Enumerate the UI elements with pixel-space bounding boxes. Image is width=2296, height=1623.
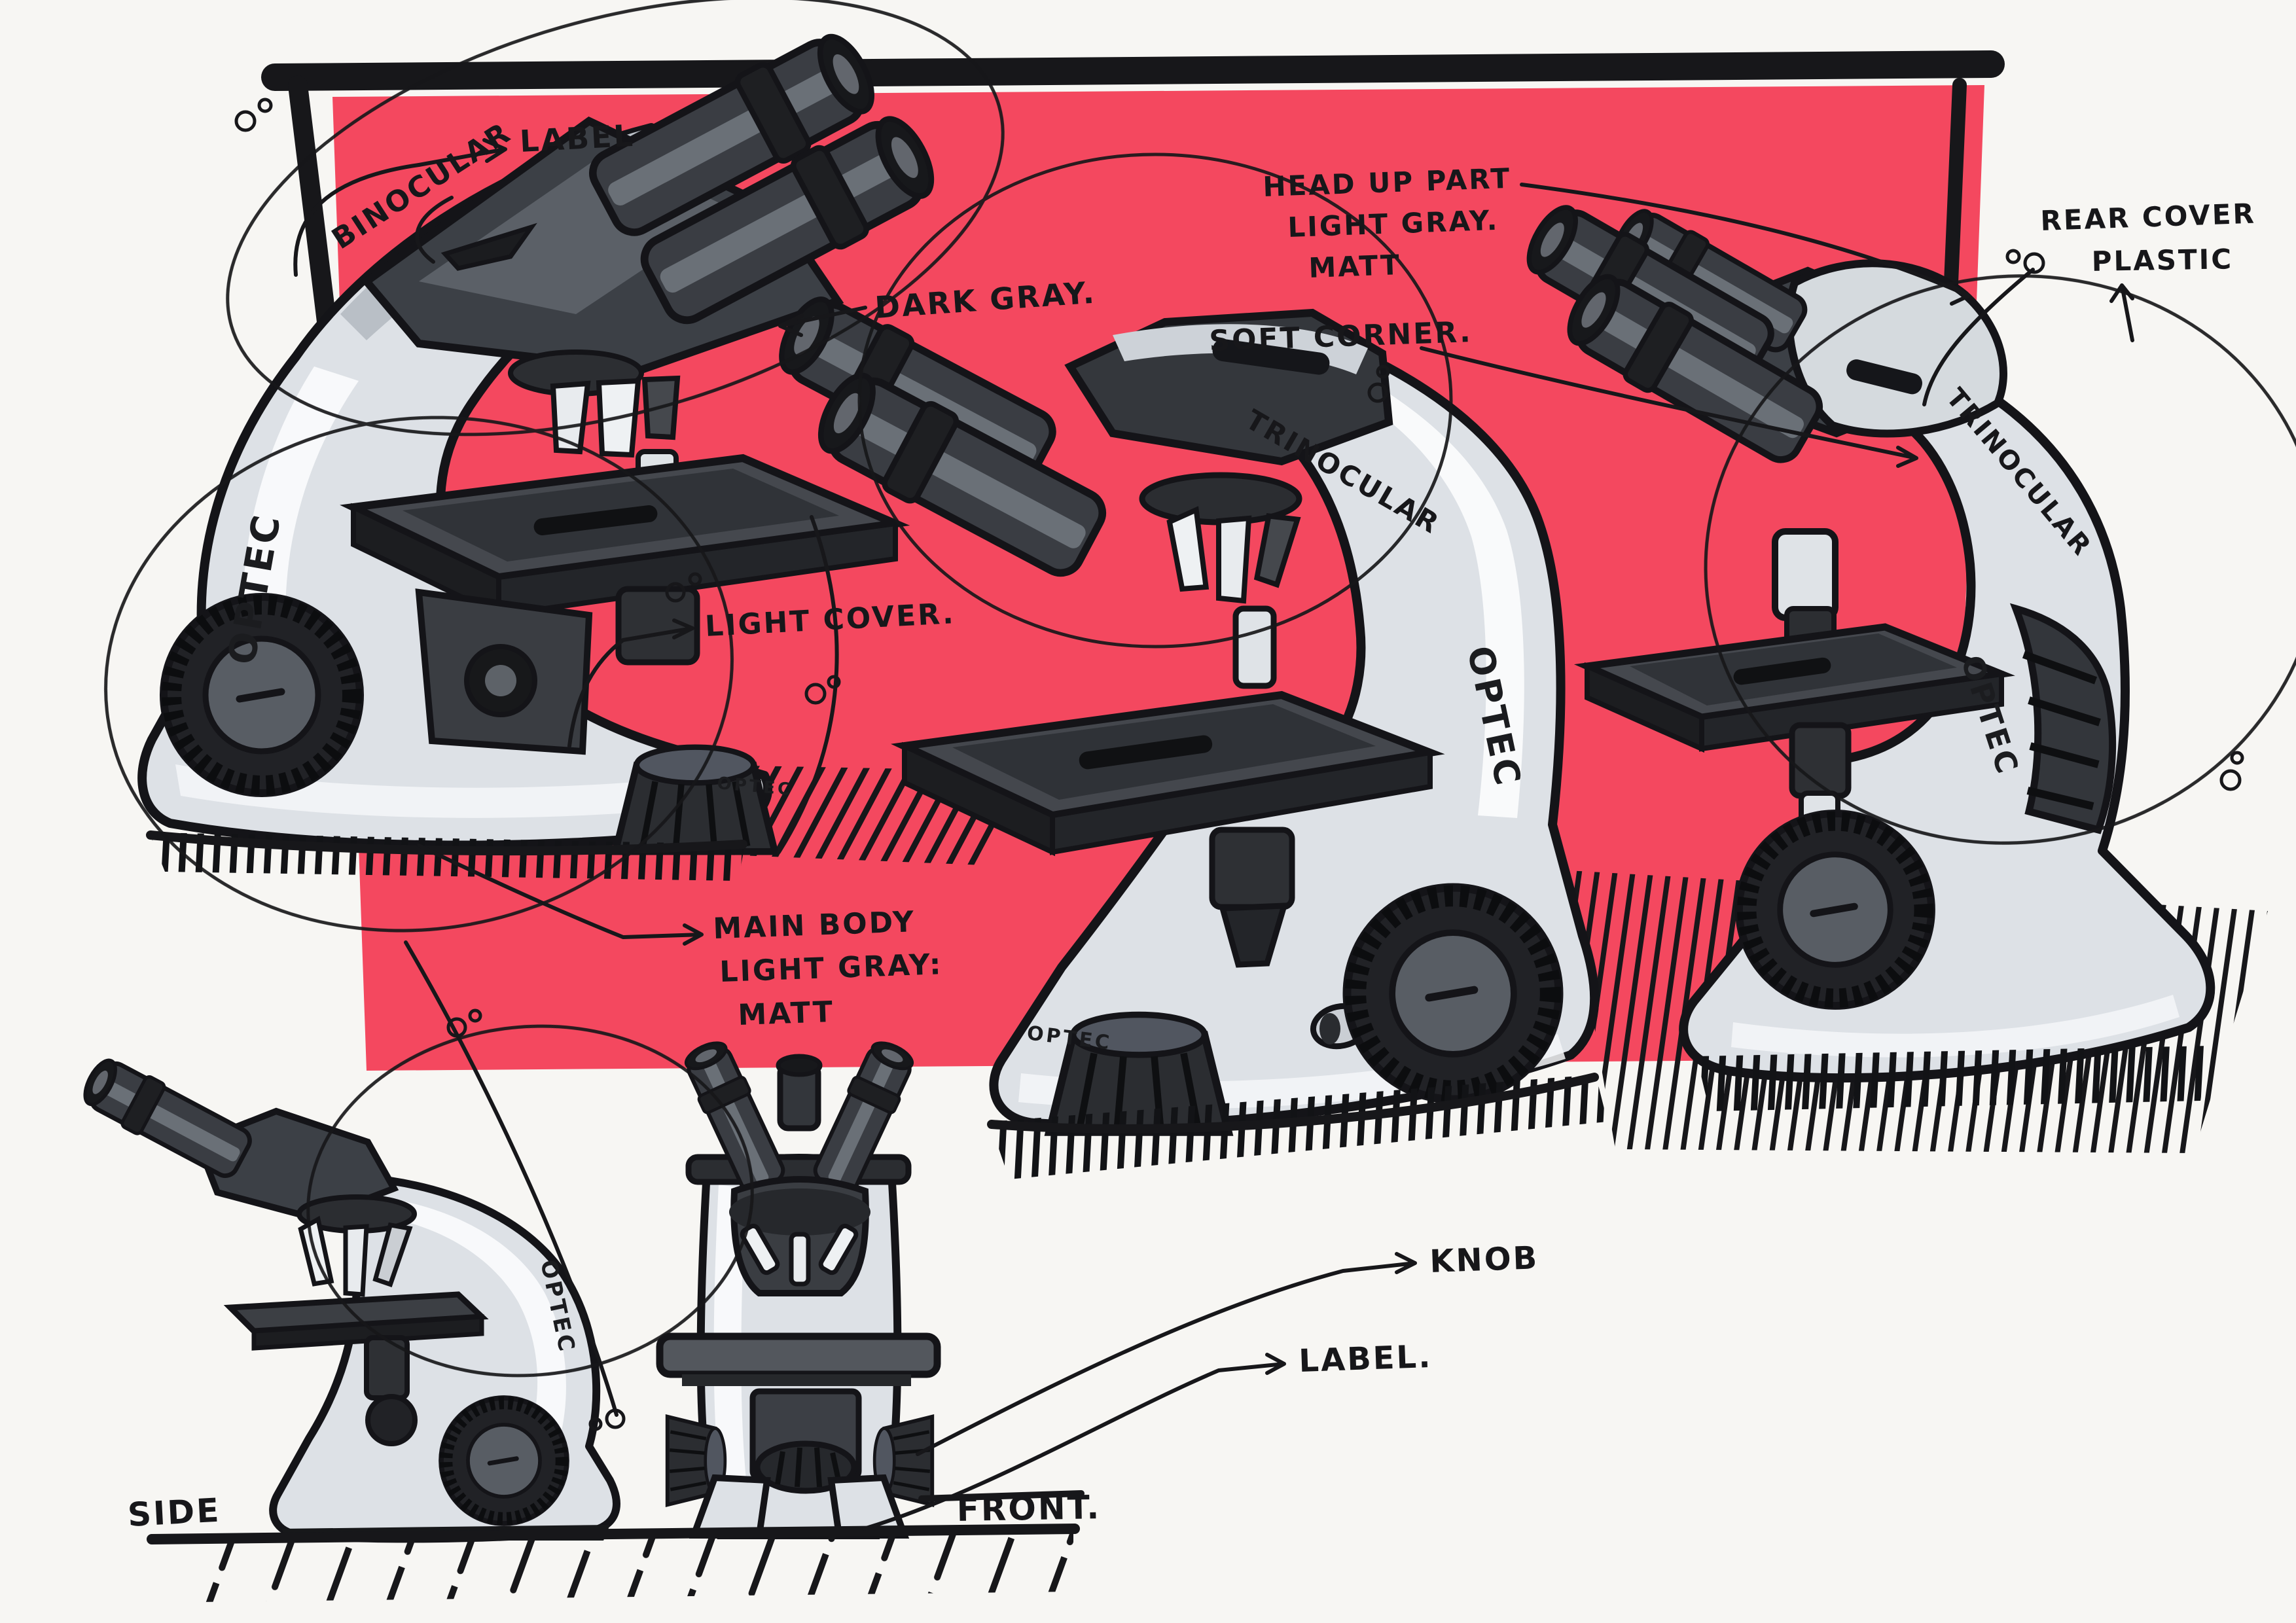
power-switch-cap bbox=[1319, 1013, 1340, 1044]
ground-hatch bbox=[196, 1531, 1073, 1602]
annotation-head-up-2: LIGHT GRAY. bbox=[1287, 204, 1500, 243]
base-highlight bbox=[175, 764, 706, 818]
objective bbox=[372, 1222, 413, 1287]
head-vent bbox=[1212, 338, 1330, 375]
substage-knob-center bbox=[485, 665, 516, 696]
view-label-side: SIDE bbox=[127, 1491, 222, 1534]
stage bbox=[891, 690, 1445, 857]
focus-knob bbox=[1347, 887, 1559, 1099]
ground-line bbox=[147, 1524, 1080, 1544]
microscope-side-view: OPTEC bbox=[77, 1052, 620, 1543]
microscope-front-view bbox=[656, 1036, 941, 1539]
leader-rear-cover-arrow bbox=[2109, 283, 2134, 342]
leader-knob bbox=[916, 1252, 1417, 1456]
annotation-main-body-3: MATT bbox=[738, 995, 835, 1032]
objective bbox=[343, 1224, 369, 1297]
objective-nose bbox=[1232, 605, 1277, 689]
vent-slot bbox=[440, 223, 537, 271]
base-shadow-edge bbox=[987, 1073, 1599, 1133]
base-shadow-edge bbox=[146, 830, 747, 856]
focus-knob bbox=[1739, 813, 1931, 1006]
phototube-cap bbox=[776, 1054, 823, 1077]
leader-binocular bbox=[415, 196, 454, 264]
leader-label-top bbox=[293, 163, 421, 277]
condenser-cone bbox=[1219, 902, 1289, 968]
stage bbox=[1573, 623, 2015, 753]
front-label-overline bbox=[918, 1490, 1085, 1502]
rear-cover-panel bbox=[2009, 603, 2117, 834]
condenser bbox=[1209, 827, 1295, 910]
stage-shadow bbox=[682, 1374, 911, 1386]
annotation-knob: KNOB bbox=[1429, 1240, 1539, 1280]
annotation-label-top: LABEL bbox=[519, 118, 636, 159]
base-highlight bbox=[1731, 995, 2179, 1058]
emphasis-circle-middle-head bbox=[857, 152, 1453, 649]
marker-circles bbox=[234, 98, 2244, 1431]
leader-lines bbox=[293, 138, 2134, 1531]
ground bbox=[147, 1524, 1080, 1602]
objective bbox=[1166, 506, 1210, 592]
objective bbox=[789, 1232, 811, 1287]
emphasis-circle-right bbox=[1704, 274, 2296, 845]
leader-light-cover bbox=[567, 618, 694, 748]
column bbox=[1772, 528, 1839, 621]
objective bbox=[1216, 515, 1252, 604]
turret bbox=[729, 1188, 870, 1236]
emphasis-circle-left-head bbox=[226, 0, 1005, 437]
annotation-label-bottom: LABEL. bbox=[1298, 1338, 1433, 1380]
leader-label-top-arrow bbox=[417, 138, 507, 167]
annotation-rear-cover-2: PLASTIC bbox=[2091, 243, 2233, 277]
leader-long-left bbox=[404, 940, 619, 1417]
leader-head-up-part bbox=[1520, 183, 1971, 306]
annotation-main-body-1: MAIN BODY bbox=[713, 905, 916, 946]
objective-dark bbox=[1253, 513, 1301, 588]
base-shadow bbox=[1696, 1046, 2211, 1111]
annotation-head-up-3: MATT bbox=[1308, 249, 1402, 284]
panel-top-border bbox=[261, 50, 2005, 91]
focus-knob bbox=[441, 1398, 567, 1524]
annotation-main-body-2: LIGHT GRAY: bbox=[719, 948, 944, 989]
stage bbox=[223, 1291, 489, 1351]
emphasis-circle-side-view bbox=[306, 1024, 754, 1378]
condenser bbox=[615, 586, 700, 666]
stage-bar bbox=[656, 1332, 941, 1378]
leader-dark-gray bbox=[778, 306, 867, 337]
emphasis-circles bbox=[104, 0, 2296, 1378]
body-highlight bbox=[243, 366, 359, 645]
leader-label-bottom bbox=[862, 1353, 1286, 1531]
microscope-trinocular-right: OPTEC bbox=[1516, 195, 2215, 1111]
leader-main-body bbox=[417, 844, 704, 946]
leader-soft-corner bbox=[1420, 346, 1918, 468]
annotation-rear-cover-1: REAR COVER bbox=[2040, 198, 2257, 237]
emphasis-circle-left-base bbox=[104, 416, 734, 933]
body-highlight bbox=[1360, 386, 1524, 818]
substage-knob bbox=[365, 1394, 418, 1446]
head-vent bbox=[1846, 359, 1922, 395]
objective bbox=[818, 1223, 859, 1275]
microscope-trinocular-middle: OPTEC OPTEC bbox=[768, 285, 1607, 1179]
light-collector bbox=[615, 747, 775, 852]
lamp-grill-ribs bbox=[775, 1447, 842, 1488]
eyepiece-tube bbox=[77, 1052, 255, 1183]
leader-rear-cover bbox=[1922, 268, 2035, 406]
